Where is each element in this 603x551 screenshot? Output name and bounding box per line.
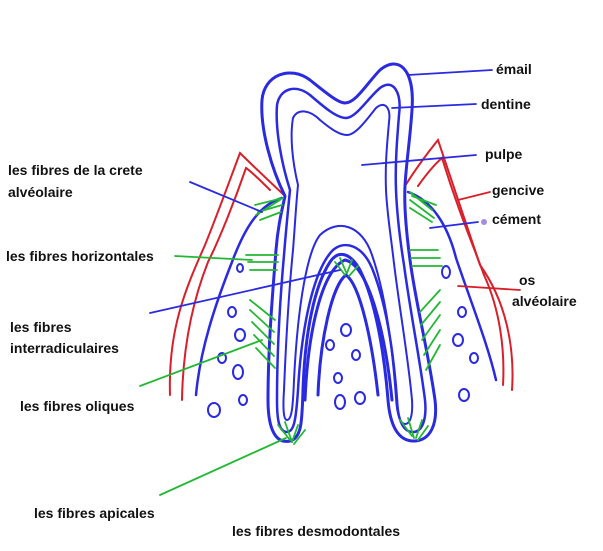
gum-outline-left: [168, 151, 286, 401]
label-email: émail: [496, 61, 532, 77]
label-os: os: [519, 272, 536, 288]
label-dentine: dentine: [481, 96, 531, 112]
leader-horizontal: [174, 255, 253, 261]
leader-gencive: [457, 191, 491, 201]
leader-crest: [189, 181, 263, 213]
leader-lines: [139, 69, 521, 496]
label-interradic-line1: les fibres: [10, 319, 72, 335]
periodontal-fibers: [245, 191, 443, 445]
label-cement: cément: [492, 211, 542, 227]
label-interradic-line2: interradiculaires: [10, 340, 119, 356]
label-crest-line2: alvéolaire: [8, 184, 73, 200]
leader-dentine: [391, 103, 477, 109]
leader-cement: [429, 221, 479, 229]
cement-marker: [481, 219, 487, 225]
tooth-pulp-outline: [282, 103, 414, 425]
leader-os: [457, 285, 521, 291]
label-pulpe: pulpe: [485, 146, 523, 162]
leader-pulpe: [361, 154, 477, 166]
label-oblique: les fibres oliques: [20, 398, 135, 414]
leader-apical: [159, 437, 287, 496]
label-desmo: les fibres desmodontales: [232, 523, 401, 539]
bone-cavities: [207, 263, 479, 418]
label-horizontal: les fibres horizontales: [6, 248, 154, 264]
tooth-outer-outline: [260, 62, 438, 443]
label-apical: les fibres apicales: [34, 505, 155, 521]
alveolar-bone-outline: [194, 190, 498, 397]
label-alveolaire: alvéolaire: [512, 293, 577, 309]
label-gencive: gencive: [492, 182, 545, 198]
gum-outline-right: [404, 137, 514, 391]
leader-email: [407, 69, 493, 76]
interradicular-bone: [303, 258, 394, 402]
leader-interradic: [149, 269, 341, 314]
label-crest-line1: les fibres de la crete: [8, 162, 143, 178]
leader-oblique: [139, 339, 263, 387]
